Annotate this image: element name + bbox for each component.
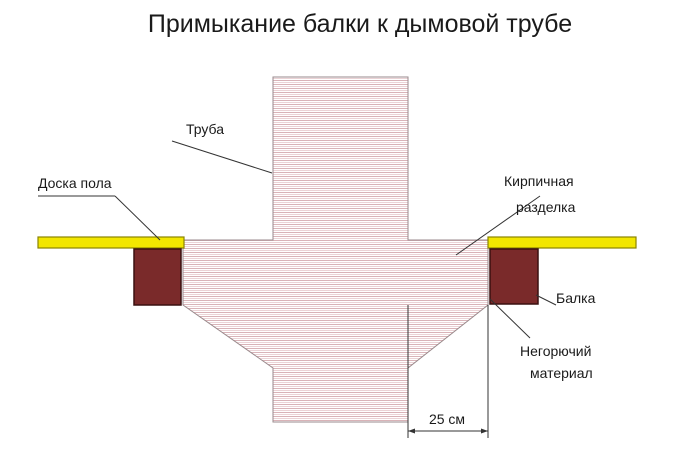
floor-board-label: Доска пола — [38, 175, 112, 191]
pipe-label: Труба — [186, 121, 224, 137]
dimension-arrow-left — [408, 428, 415, 434]
brick-cut-leader — [455, 195, 541, 256]
beam-right — [489, 248, 539, 305]
diagram-title: Примыкание балки к дымовой трубе — [148, 10, 572, 38]
nonflammable-leader — [489, 298, 531, 339]
floor-board-left — [37, 236, 185, 249]
nonflammable-label-line1: Негорючий — [520, 343, 591, 359]
brick-cut-label-line1: Кирпичная — [504, 173, 574, 189]
beam-left — [133, 248, 182, 306]
floor-board-right — [487, 236, 637, 249]
dimension-label: 25 см — [429, 411, 465, 427]
pipe-leader — [171, 140, 273, 174]
beam-leader — [535, 294, 557, 306]
nonflammable-label-line2: материал — [530, 365, 593, 381]
floor-board-leader-diagonal — [114, 195, 161, 241]
beam-label: Балка — [556, 290, 596, 306]
chimney-body — [182, 76, 489, 423]
dimension-arrow-right — [481, 428, 488, 434]
brick-cut-label-line2: разделка — [516, 199, 576, 215]
